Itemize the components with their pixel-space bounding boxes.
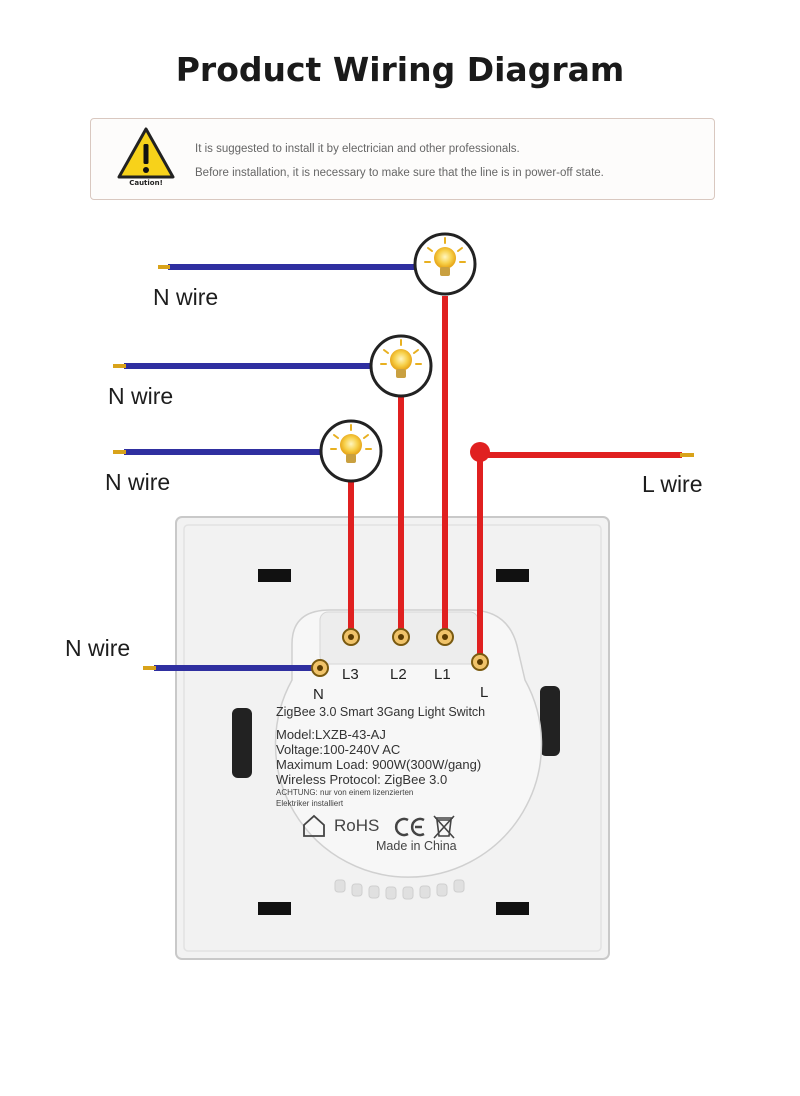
device-voltage: Voltage:100-240V AC <box>276 741 401 757</box>
terminal-label-l2: L2 <box>390 666 407 683</box>
bulb-icon-2 <box>369 334 433 398</box>
terminals <box>311 628 489 677</box>
device-model: Model:LXZB-43-AJ <box>276 726 386 742</box>
warning-triangle-icon <box>117 127 175 179</box>
device-warning-2: Elektriker installiert <box>276 799 344 809</box>
l-wire-label: L wire <box>642 471 703 497</box>
neutral-wires <box>113 264 418 671</box>
terminal-label-l1: L1 <box>434 666 451 683</box>
bulb-icon-3 <box>319 419 383 483</box>
device-warning-1: ACHTUNG: nur von einem lizenzierten <box>276 787 414 797</box>
live-wires <box>348 296 694 658</box>
made-in-text: Made in China <box>376 839 457 853</box>
device-name: ZigBee 3.0 Smart 3Gang Light Switch <box>276 705 486 719</box>
n-wire-label-3: N wire <box>105 469 171 495</box>
bulb-icon-1 <box>413 232 477 296</box>
device-label: ZigBee 3.0 Smart 3Gang Light Switch Mode… <box>276 706 546 809</box>
caution-text-1: It is suggested to install it by electri… <box>195 143 520 155</box>
ce-mark-icon <box>394 817 425 837</box>
page-title: Product Wiring Diagram <box>175 50 625 89</box>
caution-label: Caution! <box>129 179 163 187</box>
n-wire-label-2: N wire <box>108 383 174 409</box>
terminal-label-n: N <box>313 686 324 703</box>
house-icon <box>303 814 325 837</box>
device-protocol: Wireless Protocol: ZigBee 3.0 <box>276 771 448 787</box>
caution-notice: Caution! It is suggested to install it b… <box>90 118 715 200</box>
terminal-label-l3: L3 <box>342 666 359 683</box>
n-wire-label-4: N wire <box>65 635 131 661</box>
weee-bin-icon <box>433 815 455 839</box>
caution-text-2: Before installation, it is necessary to … <box>195 167 604 179</box>
device-max-load: Maximum Load: 900W(300W/gang) <box>276 756 482 772</box>
n-wire-label-1: N wire <box>153 284 219 310</box>
rohs-text: RoHS <box>334 816 380 835</box>
terminal-label-l: L <box>480 684 489 701</box>
